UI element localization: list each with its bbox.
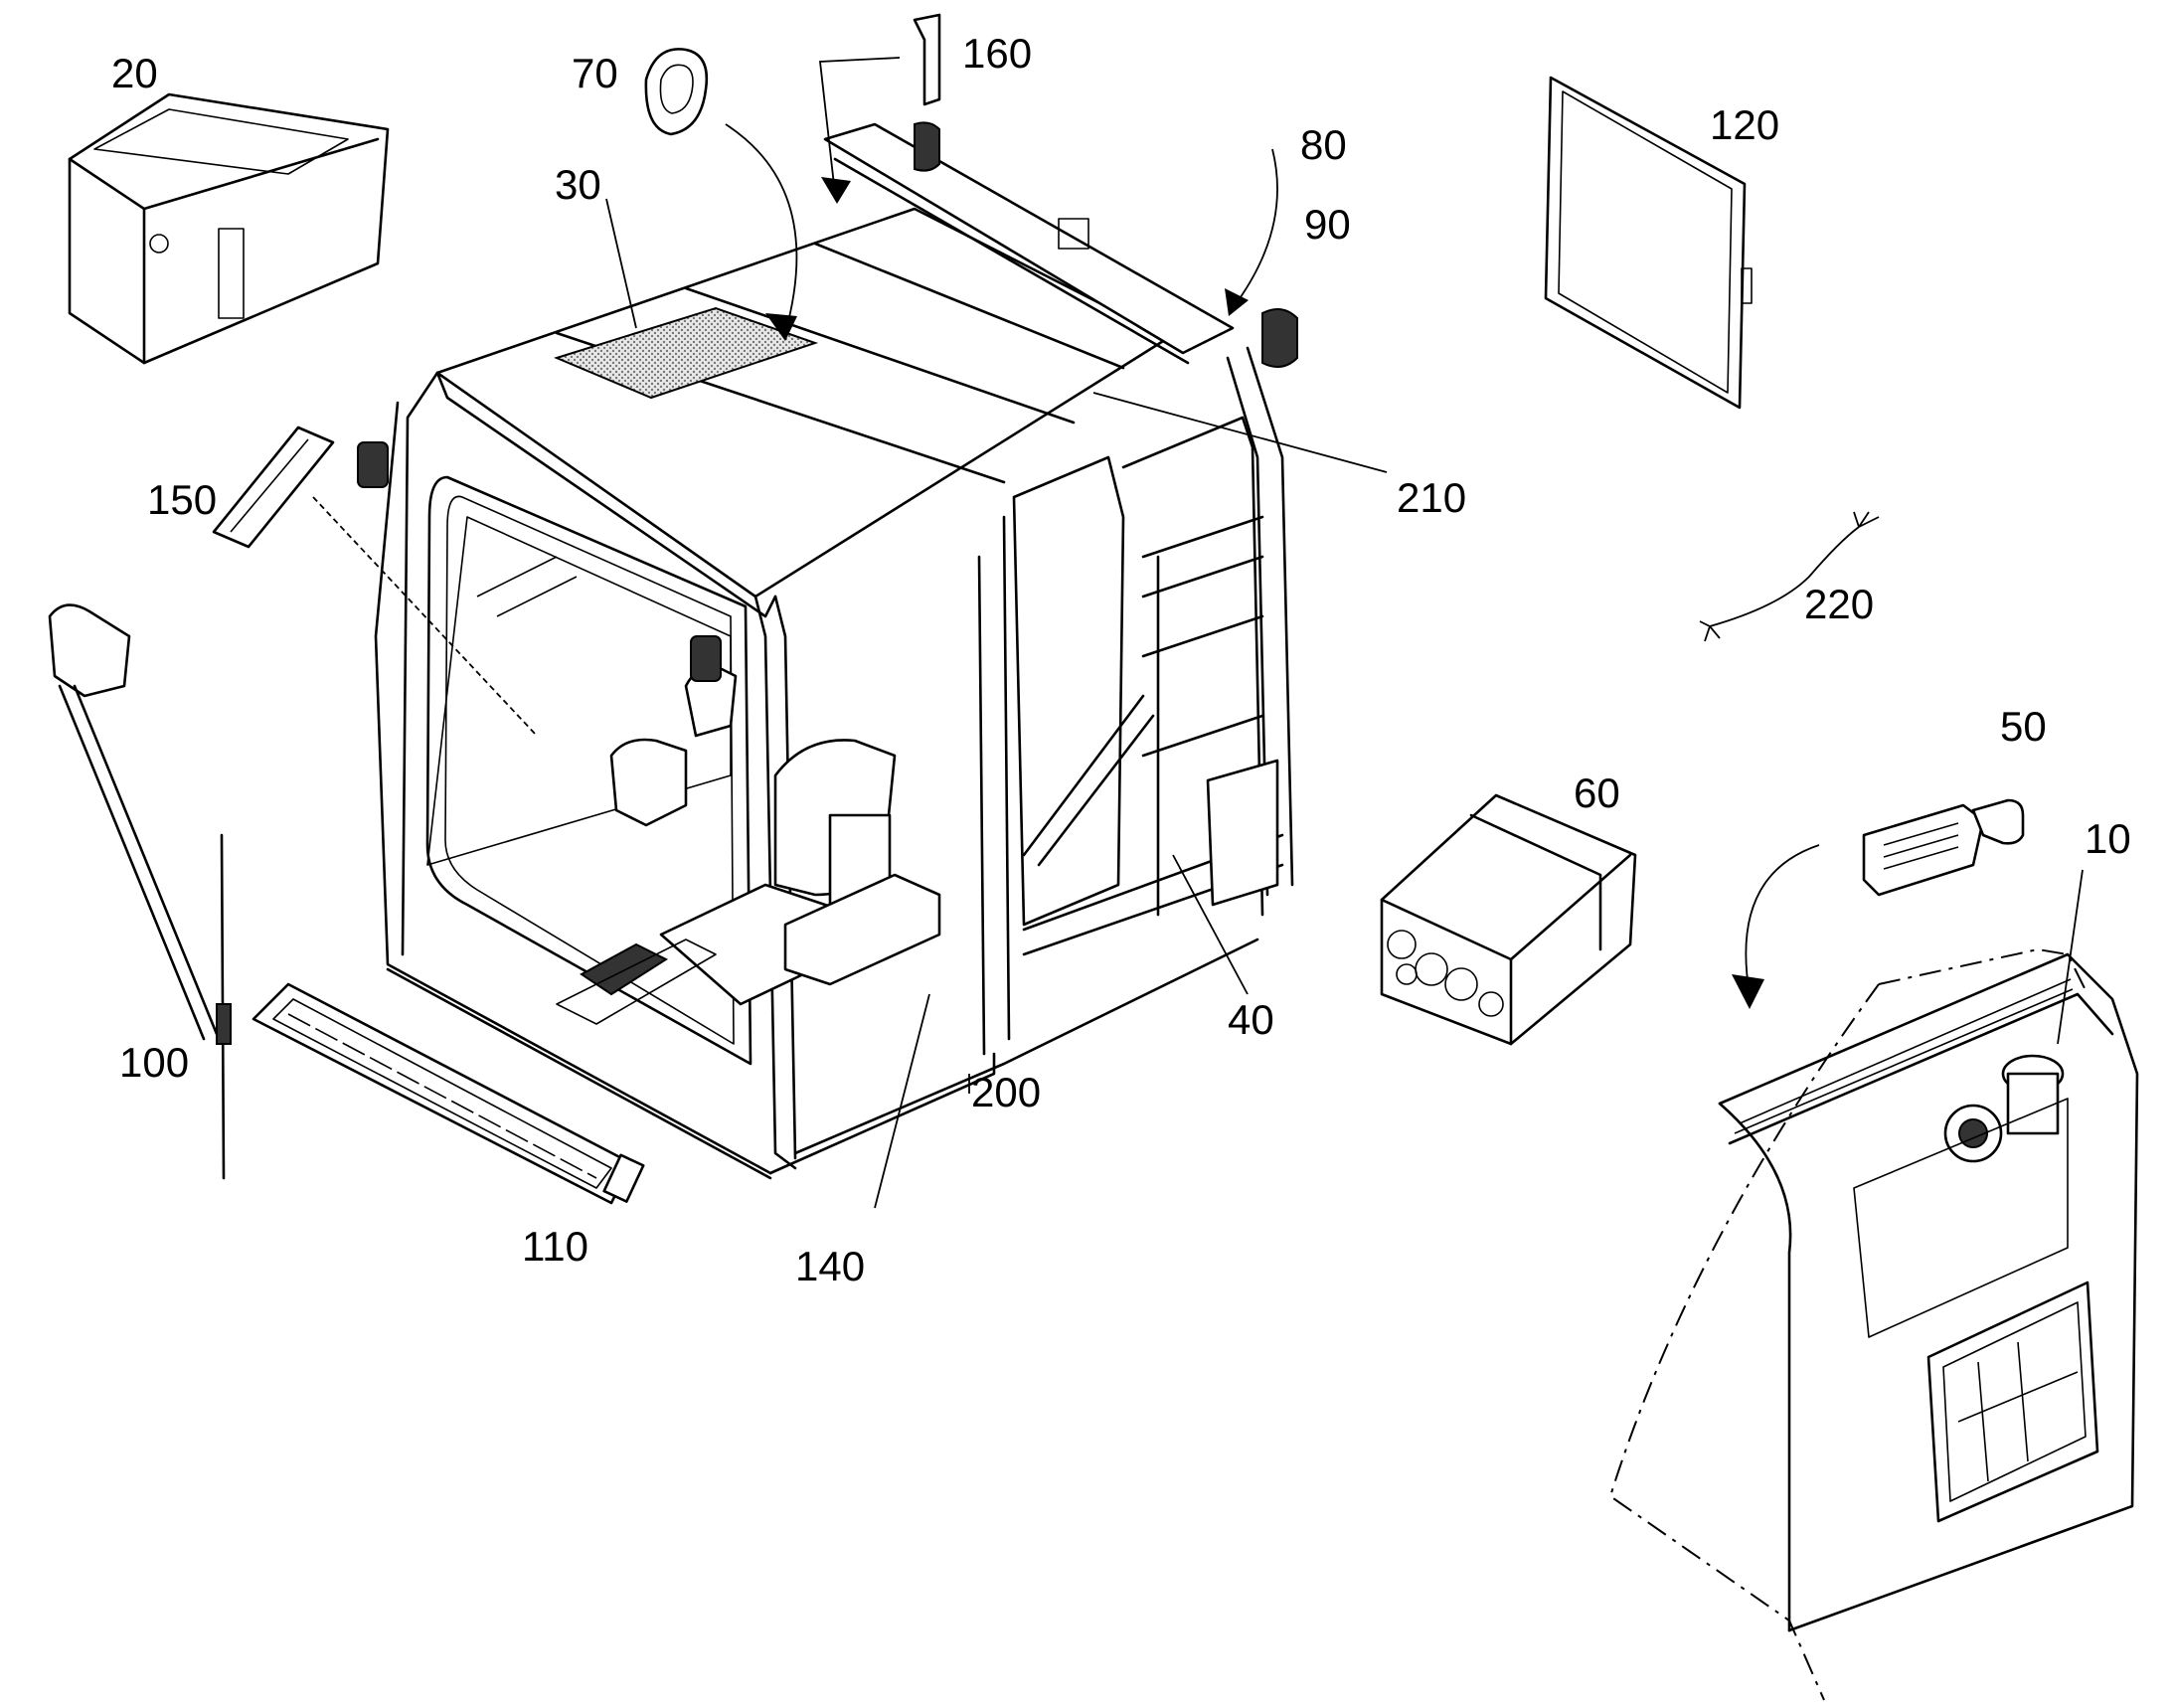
label-160: 160 <box>962 30 1032 77</box>
label-210: 210 <box>1397 474 1466 521</box>
part-150-light-bar <box>212 426 538 737</box>
part-160-grab-handle <box>913 13 941 106</box>
part-50-vent-bracket <box>1862 798 2025 897</box>
label-110: 110 <box>522 1223 588 1270</box>
part-60-hvac-unit <box>1380 793 1637 1046</box>
label-50: 50 <box>2000 703 2047 750</box>
seat-platform <box>783 873 941 986</box>
label-150: 150 <box>147 476 217 523</box>
roof-panel-30 <box>554 306 819 400</box>
rear-light-top <box>914 121 940 172</box>
label-140: 140 <box>795 1243 865 1289</box>
rear-console <box>1206 759 1279 907</box>
label-100: 100 <box>119 1039 189 1086</box>
leader-50-arrow <box>1745 844 1820 995</box>
leader-40 <box>1172 854 1249 995</box>
part-20-console-box <box>68 92 390 365</box>
work-light-left <box>357 441 389 488</box>
label-70: 70 <box>572 50 618 96</box>
leader-210 <box>1092 392 1388 473</box>
part-110-lower-grille <box>251 982 645 1205</box>
label-10: 10 <box>2085 815 2131 862</box>
left-side-window-frame <box>425 475 752 1066</box>
cab-door <box>1012 455 1125 927</box>
leader-70 <box>725 123 798 334</box>
label-90: 90 <box>1304 201 1351 248</box>
cab-body <box>357 121 1298 1180</box>
part-220-wiring-harness <box>1699 511 1880 642</box>
label-200: 200 <box>971 1069 1041 1115</box>
part-120-window <box>1544 76 1753 410</box>
leader-10 <box>2057 869 2084 1045</box>
pedals <box>580 942 669 996</box>
leader-80-90 <box>1232 148 1278 309</box>
rear-light-right <box>1261 308 1298 368</box>
leader-160 <box>818 57 901 195</box>
label-40: 40 <box>1228 996 1274 1043</box>
label-60: 60 <box>1574 769 1620 816</box>
side-glass <box>426 516 732 866</box>
label-220: 220 <box>1804 581 1874 627</box>
label-30: 30 <box>555 161 601 208</box>
label-80: 80 <box>1300 121 1347 168</box>
work-light-front <box>690 635 722 682</box>
label-120: 120 <box>1710 101 1779 148</box>
leader-140 <box>874 993 930 1209</box>
rear-roof-rail <box>823 122 1235 355</box>
part-70-mirror-bracket <box>644 48 709 136</box>
label-20: 20 <box>111 50 158 96</box>
part-10-rear-wall <box>1608 947 2139 1701</box>
part-100-wiper <box>48 603 232 1180</box>
leader-30 <box>605 198 637 329</box>
